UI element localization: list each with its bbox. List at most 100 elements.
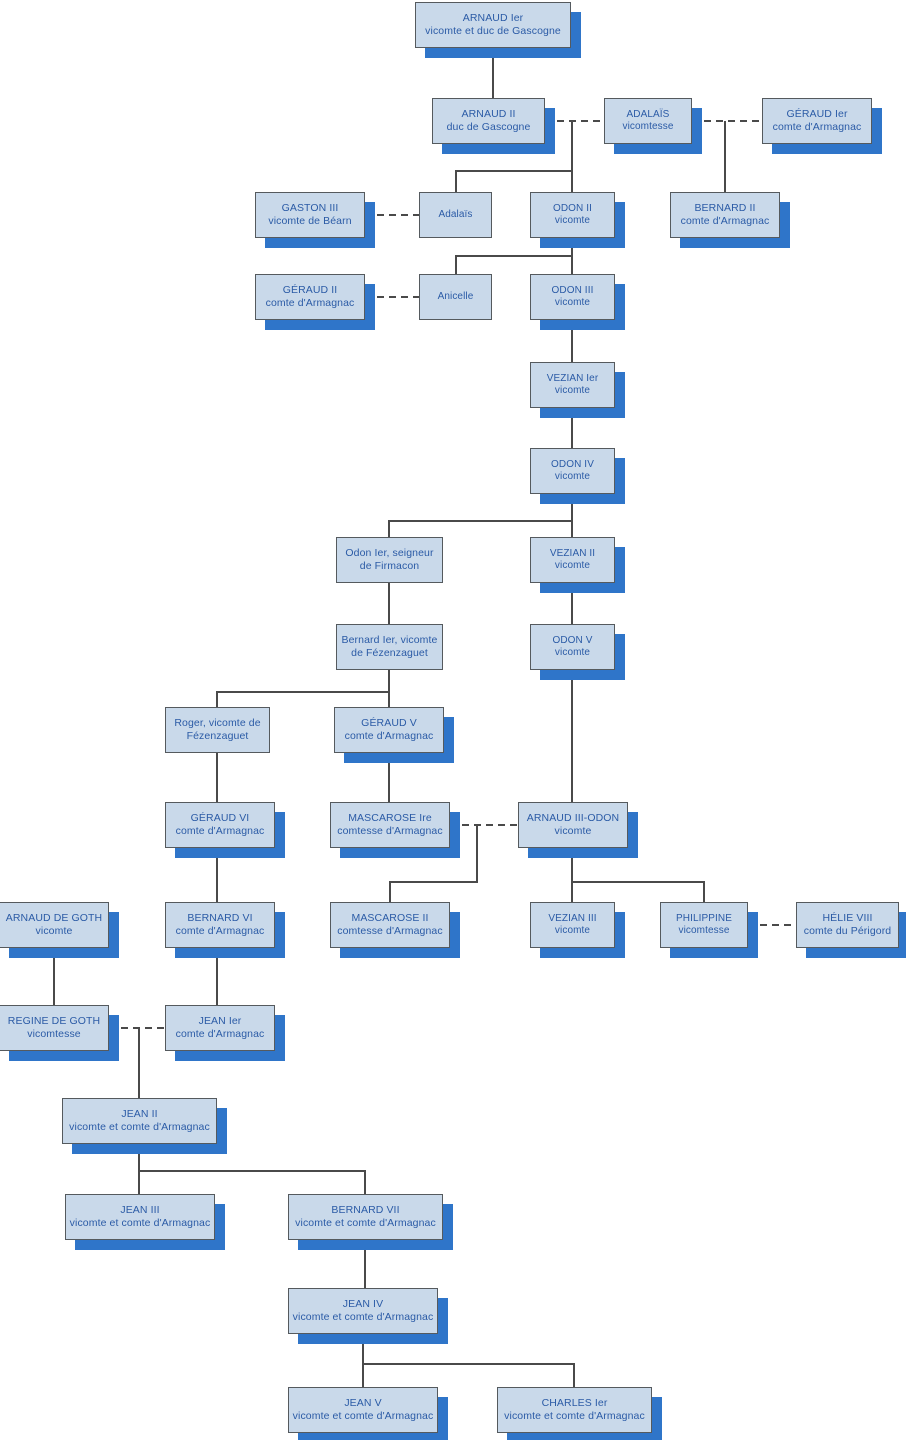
link-bernard1fez-roger: [216, 670, 390, 707]
person-name: MASCAROSE II: [351, 911, 429, 924]
person-name: ADALAÏS: [626, 108, 670, 120]
person-name: JEAN III: [120, 1203, 160, 1216]
person-title: comte d'Armagnac: [175, 825, 265, 837]
person-title: vicomte et comte d'Armagnac: [69, 1121, 210, 1133]
person-name: ARNAUD DE GOTH: [5, 911, 103, 924]
person-name: Odon Ier, seigneur: [345, 546, 434, 559]
person-title: vicomte et comte d'Armagnac: [504, 1410, 645, 1422]
person-name: JEAN II: [121, 1107, 158, 1120]
person-title: Fézenzaguet: [186, 730, 249, 742]
link-jean4-charles1: [363, 1363, 575, 1387]
person-name: ODON IV: [551, 458, 594, 470]
person-title: vicomte: [554, 471, 591, 482]
person-name: PHILIPPINE: [675, 912, 733, 924]
person-title: de Firmacon: [359, 560, 420, 572]
person-name: BERNARD VII: [331, 1203, 400, 1216]
person-title: vicomte et comte d'Armagnac: [292, 1410, 434, 1422]
person-name: BERNARD II: [694, 201, 756, 214]
person-title: de Fézenzaguet: [351, 647, 428, 659]
person-title: vicomte: [554, 925, 591, 936]
person-title: vicomte: [554, 647, 591, 658]
person-name: VEZIAN Ier: [546, 372, 599, 384]
person-title: comte d'Armagnac: [175, 925, 265, 937]
person-name: GÉRAUD Ier: [786, 107, 848, 120]
person-name: JEAN Ier: [198, 1014, 242, 1027]
person-name: GÉRAUD V: [361, 716, 417, 729]
person-name: BERNARD VI: [187, 911, 253, 924]
person-name: CHARLES Ier: [541, 1396, 608, 1409]
person-title: vicomte: [554, 215, 591, 226]
person-name: JEAN IV: [342, 1297, 384, 1310]
person-title: vicomte: [35, 925, 73, 937]
person-title: comte d'Armagnac: [265, 297, 355, 309]
person-name: JEAN V: [344, 1396, 382, 1409]
person-name: Bernard Ier, vicomte: [341, 633, 438, 646]
person-name: ODON II: [552, 202, 593, 214]
person-name: GÉRAUD VI: [190, 811, 250, 824]
person-title: vicomte: [554, 385, 591, 396]
person-title: vicomtesse: [622, 121, 674, 132]
person-name: HÉLIE VIII: [822, 911, 873, 924]
person-title: comte d'Armagnac: [680, 215, 770, 227]
person-name: ARNAUD Ier: [462, 11, 524, 24]
person-title: vicomte et duc de Gascogne: [425, 25, 561, 37]
person-title: comte du Périgord: [803, 925, 892, 937]
person-name: VEZIAN II: [549, 547, 596, 559]
person-name: GASTON III: [281, 201, 339, 214]
person-name: ODON V: [552, 634, 593, 646]
person-name: Adalaïs: [438, 208, 473, 220]
person-name: GÉRAUD II: [282, 283, 338, 296]
person-title: duc de Gascogne: [446, 121, 531, 133]
person-title: comte d'Armagnac: [344, 730, 434, 742]
person-title: vicomte et comte d'Armagnac: [295, 1217, 436, 1229]
person-title: comtesse d'Armagnac: [337, 825, 443, 837]
person-name: Roger, vicomte de: [174, 716, 261, 729]
person-node-anicelle[interactable]: Anicelle: [419, 274, 492, 320]
person-title: comte d'Armagnac: [772, 121, 862, 133]
person-node-adalais[interactable]: Adalaïs: [419, 192, 492, 238]
link-jean2-bernard7: [139, 1170, 366, 1194]
person-title: vicomte: [554, 825, 592, 837]
person-name: ODON III: [551, 284, 594, 296]
person-title: vicomte et comte d'Armagnac: [69, 1217, 211, 1229]
link-arnaud3odon-philippine: [572, 881, 705, 902]
person-title: vicomtesse: [678, 925, 730, 936]
person-title: vicomte et comte d'Armagnac: [292, 1311, 434, 1323]
person-name: REGINE DE GOTH: [7, 1014, 101, 1027]
